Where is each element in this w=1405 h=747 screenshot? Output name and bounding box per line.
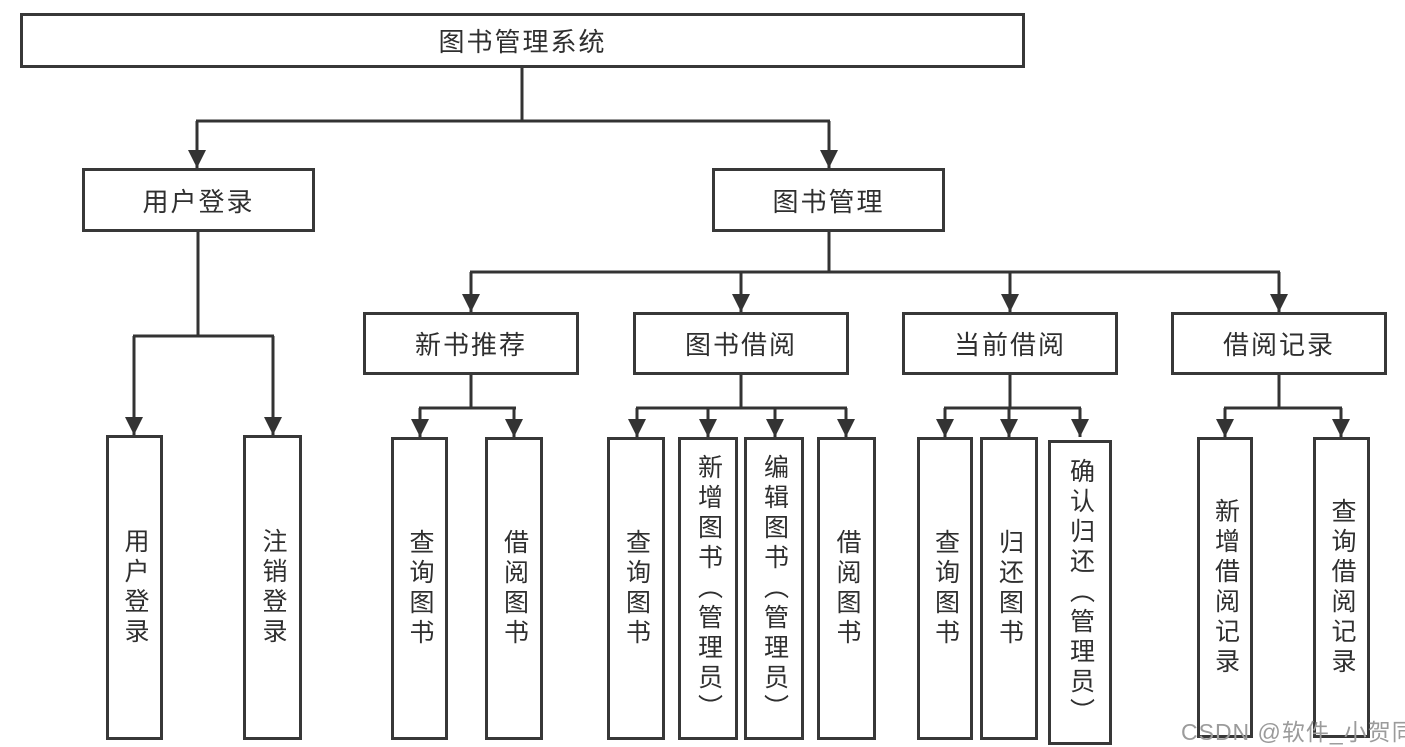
leaf-recommend-borrow-books: 借阅图书: [485, 437, 543, 740]
leaf-borrowing-borrow-books: 借阅图书: [817, 437, 876, 740]
node-book-borrowing: 图书借阅: [633, 312, 849, 375]
node-label: 查询图书: [406, 528, 434, 649]
node-label: 用户登录: [142, 186, 255, 217]
node-label: 新增图书（管理员）: [694, 453, 723, 724]
node-label: 图书借阅: [684, 330, 797, 360]
leaf-user-login: 用户登录: [106, 435, 163, 740]
node-label: 借阅图书: [500, 528, 529, 649]
node-new-book-recommendation: 新书推荐: [363, 312, 579, 375]
leaf-records-query-record: 查询借阅记录: [1313, 437, 1370, 738]
csdn-watermark: CSDN @软件_小贺同学: [1181, 719, 1405, 745]
node-label: 查询借阅记录: [1328, 497, 1356, 678]
node-label: 借阅记录: [1222, 330, 1335, 360]
leaf-current-query-books: 查询图书: [917, 437, 973, 740]
node-label: 图书管理: [772, 186, 885, 217]
leaf-records-add-record: 新增借阅记录: [1197, 437, 1253, 738]
node-current-borrowing: 当前借阅: [902, 312, 1118, 375]
node-library-management-system: 图书管理系统: [20, 13, 1025, 68]
node-label: 编辑图书（管理员）: [760, 453, 789, 724]
node-book-management: 图书管理: [712, 168, 945, 232]
node-label: 新书推荐: [414, 330, 527, 360]
node-label: 归还图书: [995, 528, 1024, 649]
node-user-login: 用户登录: [82, 168, 315, 232]
node-label: 图书管理系统: [438, 27, 607, 57]
leaf-logout: 注销登录: [243, 435, 302, 740]
node-label: 新增借阅记录: [1211, 497, 1240, 678]
leaf-current-confirm-return-admin: 确认归还（管理员）: [1048, 440, 1112, 745]
node-label: 查询图书: [622, 528, 651, 649]
leaf-borrowing-add-books-admin: 新增图书（管理员）: [678, 437, 738, 740]
node-label: 借阅图书: [833, 528, 861, 649]
node-label: 确认归还（管理员）: [1066, 457, 1095, 728]
node-label: 查询图书: [931, 528, 960, 649]
node-label: 注销登录: [259, 527, 287, 648]
node-label: 当前借阅: [953, 330, 1066, 360]
node-label: 用户登录: [121, 527, 149, 648]
leaf-current-return-books: 归还图书: [980, 437, 1038, 740]
leaf-borrowing-query-books: 查询图书: [607, 437, 665, 740]
leaf-borrowing-edit-books-admin: 编辑图书（管理员）: [744, 437, 804, 740]
leaf-recommend-query-books: 查询图书: [391, 437, 448, 740]
node-borrowing-records: 借阅记录: [1171, 312, 1387, 375]
